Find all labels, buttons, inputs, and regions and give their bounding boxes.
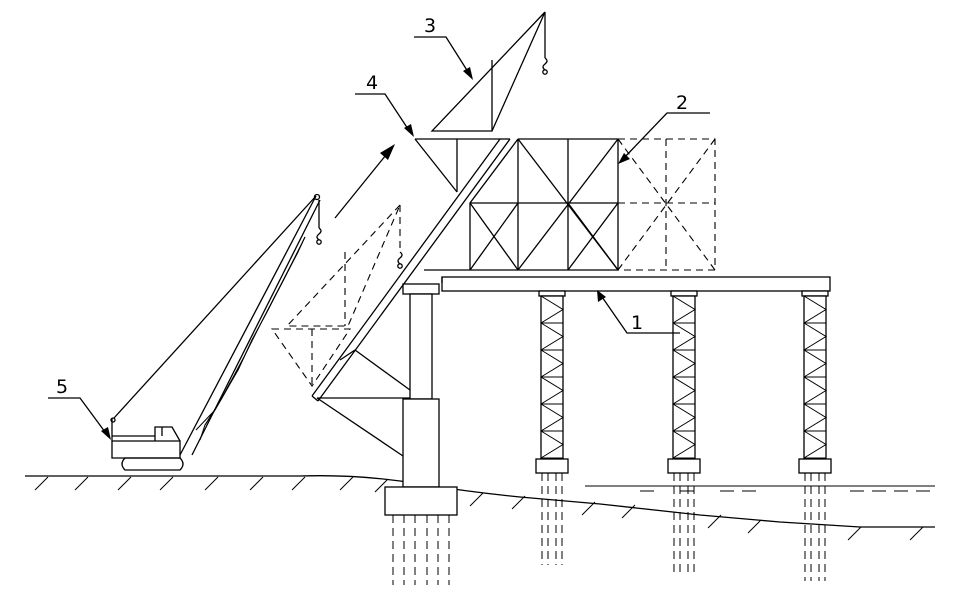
hoist-triangle xyxy=(430,11,548,132)
lattice-columns xyxy=(535,290,832,581)
label-3: 3 xyxy=(424,15,436,37)
crawler-crane xyxy=(110,193,322,471)
movement-arrow xyxy=(334,144,395,219)
callout-labels: 1 2 3 4 5 xyxy=(56,15,688,398)
truss-frame xyxy=(424,138,716,271)
lattice-column xyxy=(798,290,832,581)
main-pier xyxy=(384,283,458,585)
hoist-triangle-previous-position xyxy=(270,204,403,387)
main-beam xyxy=(441,276,831,292)
label-5: 5 xyxy=(56,376,68,398)
label-4: 4 xyxy=(366,72,378,94)
water-surface xyxy=(585,485,935,492)
label-1: 1 xyxy=(631,312,643,334)
erection-boom xyxy=(311,138,511,457)
ground xyxy=(25,475,935,541)
label-2: 2 xyxy=(676,92,688,114)
lattice-column xyxy=(667,290,701,573)
lattice-column xyxy=(535,290,569,565)
leader-lines xyxy=(48,36,710,440)
